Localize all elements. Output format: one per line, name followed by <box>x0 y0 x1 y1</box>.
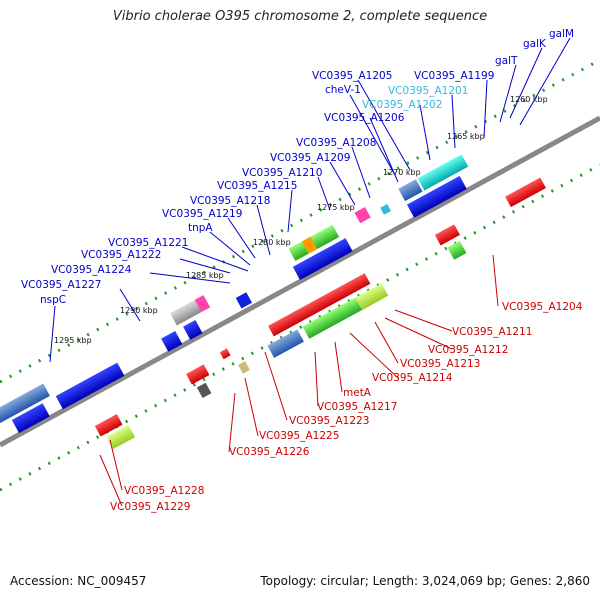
gene-block <box>55 362 125 410</box>
backbone <box>0 115 600 448</box>
gene-label-vc0395-a1221: VC0395_A1221 <box>108 237 188 249</box>
gene-label-meta: metA <box>343 387 372 399</box>
tick-label: 1260 kbp <box>510 95 548 104</box>
gene-label-vc0395-a1209: VC0395_A1209 <box>270 152 350 164</box>
gene-label-vc0395-a1222: VC0395_A1222 <box>81 249 161 261</box>
gene-block <box>194 295 211 313</box>
gene-block <box>219 348 231 360</box>
gene-label-vc0395-a1208: VC0395_A1208 <box>296 137 376 149</box>
gene-label-vc0395-a1226: VC0395_A1226 <box>229 446 310 458</box>
gene-block <box>292 238 353 280</box>
gene-block <box>238 361 250 374</box>
tick-label: 1275 kbp <box>317 203 355 212</box>
gene-block <box>406 175 467 218</box>
gene-block <box>380 203 392 215</box>
reverse-gene-labels: VC0395_A1204 VC0395_A1211 VC0395_A1212 V… <box>110 301 583 513</box>
gene-label-galm: galM <box>549 28 574 40</box>
gene-block <box>11 403 50 434</box>
gene-block <box>94 414 123 437</box>
gene-block <box>170 299 202 326</box>
gene-label-chev-1: cheV-1 <box>325 84 361 96</box>
gene-block <box>0 383 50 430</box>
gene-block <box>161 330 183 352</box>
reverse-genes <box>94 177 546 450</box>
genome-summary: Topology: circular; Length: 3,024,069 bp… <box>260 574 590 588</box>
gene-label-vc0395-a1224: VC0395_A1224 <box>51 264 132 276</box>
gene-label-vc0395-a1215: VC0395_A1215 <box>217 180 297 192</box>
tick-label: 1280 kbp <box>253 238 291 247</box>
forward-leaders <box>49 37 571 363</box>
reverse-track <box>0 163 600 492</box>
gene-block <box>301 236 318 254</box>
tick-label: 1290 kbp <box>120 306 158 315</box>
gene-label-vc0395-a1199: VC0395_A1199 <box>414 70 494 82</box>
gene-label-vc0395-a1219: VC0395_A1219 <box>162 208 242 220</box>
gene-label-vc0395-a1227: VC0395_A1227 <box>21 279 101 291</box>
gene-label-vc0395-a1204: VC0395_A1204 <box>502 301 583 313</box>
gene-block <box>183 319 203 340</box>
gene-block <box>106 424 136 450</box>
gene-label-vc0395-a1228: VC0395_A1228 <box>124 485 204 497</box>
gene-label-vc0395-a1217: VC0395_A1217 <box>317 401 397 413</box>
forward-genes <box>0 154 469 434</box>
gene-label-vc0395-a1210: VC0395_A1210 <box>242 167 322 179</box>
map-title: Vibrio cholerae O395 chromosome 2, compl… <box>112 9 488 24</box>
gene-label-vc0395-a1223: VC0395_A1223 <box>289 415 369 427</box>
gene-label-vc0395-a1213: VC0395_A1213 <box>400 358 480 370</box>
gene-label-vc0395-a1206: VC0395_A1206 <box>324 112 405 124</box>
gene-label-vc0395-a1201: VC0395_A1201 <box>388 85 468 97</box>
gene-label-galt: galT <box>495 55 518 67</box>
reverse-leaders <box>99 254 499 507</box>
gene-block <box>267 329 304 358</box>
gene-block <box>417 154 469 191</box>
gene-block <box>196 382 212 399</box>
gene-block <box>398 179 423 202</box>
gene-label-vc0395-a1225: VC0395_A1225 <box>259 430 339 442</box>
gene-block <box>354 206 371 224</box>
gene-label-vc0395-a1205: VC0395_A1205 <box>312 70 392 82</box>
gene-label-vc0395-a1211: VC0395_A1211 <box>452 326 532 338</box>
tick-label: 1265 kbp <box>447 132 485 141</box>
gene-block <box>186 364 210 385</box>
tick-labels: 1260 kbp 1265 kbp 1270 kbp 1275 kbp 1280… <box>54 95 548 345</box>
gene-block <box>268 273 371 337</box>
gene-label-galk: galK <box>523 38 547 50</box>
gene-block <box>447 240 467 260</box>
accession-label: Accession: NC_009457 <box>10 574 147 588</box>
gene-label-vc0395-a1214: VC0395_A1214 <box>372 372 453 384</box>
gene-label-vc0395-a1212: VC0395_A1212 <box>428 344 508 356</box>
forward-gene-labels: galM galK galT VC0395_A1199 VC0395_A1201… <box>21 28 574 306</box>
tick-label: 1295 kbp <box>54 336 92 345</box>
tick-label: 1270 kbp <box>383 168 421 177</box>
gene-label-vc0395-a1218: VC0395_A1218 <box>190 195 270 207</box>
gene-label-vc0395-a1229: VC0395_A1229 <box>110 501 190 513</box>
gene-label-vc0395-a1202: VC0395_A1202 <box>362 99 442 111</box>
gene-label-tnpa: tnpA <box>188 222 213 234</box>
gene-block <box>505 177 546 208</box>
gene-label-nspc: nspC <box>40 294 66 306</box>
tick-label: 1285 kbp <box>186 271 224 280</box>
gene-block <box>434 224 460 246</box>
gene-block <box>355 283 389 311</box>
gene-block <box>235 292 253 309</box>
